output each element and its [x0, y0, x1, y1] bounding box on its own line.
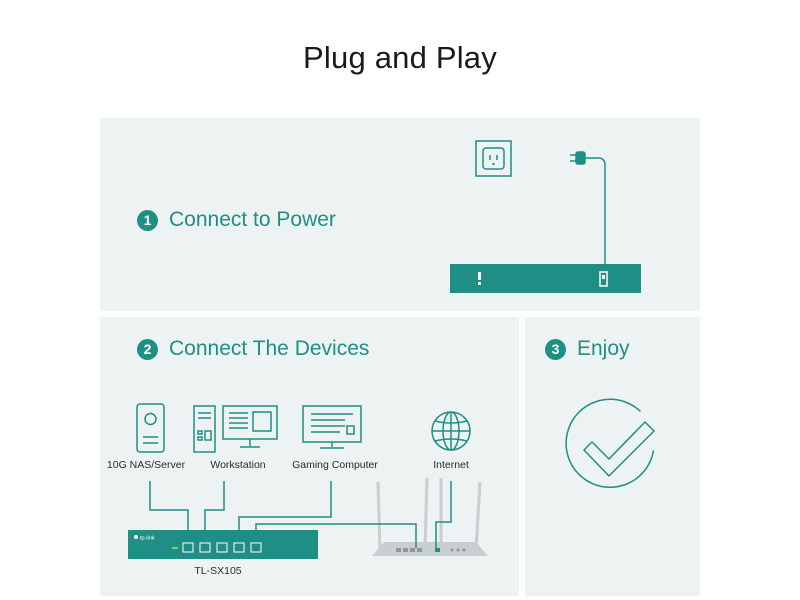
workstation-icon — [193, 405, 278, 453]
enjoy-panel — [525, 317, 700, 596]
step-label: Connect The Devices — [169, 337, 370, 360]
step-number-badge: 2 — [137, 338, 158, 360]
step-number-badge: 1 — [137, 209, 158, 231]
step-label: Enjoy — [577, 337, 630, 360]
switch-icon — [128, 530, 318, 559]
power-plug-icon — [570, 151, 606, 266]
workstation-label: Workstation — [210, 459, 266, 471]
step-connect-devices: 2 Connect The Devices — [137, 337, 369, 361]
page-title: Plug and Play — [303, 40, 497, 75]
step-number-badge: 3 — [545, 338, 566, 360]
gaming-computer-label: Gaming Computer — [292, 459, 378, 471]
switch-model-label: TL-SX105 — [194, 565, 242, 577]
step-connect-power: 1 Connect to Power — [137, 208, 336, 232]
switch-brand-label: tp-link — [140, 536, 155, 542]
step-label: Connect to Power — [169, 208, 336, 231]
switch-rear-icon — [450, 264, 641, 293]
checkmark-icon — [565, 398, 655, 489]
nas-icon — [136, 403, 165, 453]
nas-label: 10G NAS/Server — [106, 459, 186, 471]
gaming-computer-icon — [302, 405, 362, 449]
globe-icon — [431, 411, 471, 451]
router-icon — [372, 477, 488, 556]
power-outlet-icon — [475, 140, 512, 177]
step-enjoy: 3 Enjoy — [545, 337, 630, 361]
internet-label: Internet — [433, 459, 469, 471]
